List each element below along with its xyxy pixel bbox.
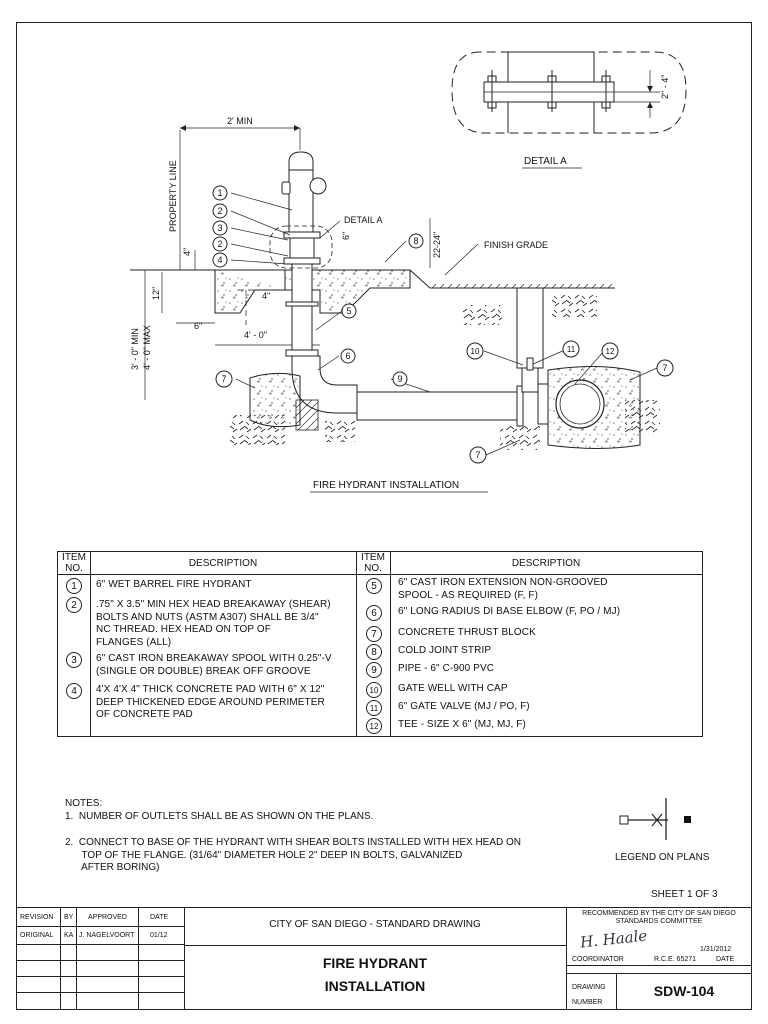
- dim-depth-max: 4' - 0" MAX: [142, 325, 152, 370]
- dim-four-in-pad: 4": [262, 291, 270, 301]
- header-desc-right: DESCRIPTION: [511, 558, 581, 569]
- item-desc-11: 6" GATE VALVE (MJ / PO, F): [398, 701, 530, 712]
- tee-fitting: [555, 379, 605, 429]
- callout-2b: 2: [217, 239, 222, 249]
- item-desc-2: .75" X 3.5" MIN HEX HEAD BREAKAWAY (SHEA…: [96, 599, 331, 648]
- note-1: 1. NUMBER OF OUTLETS SHALL BE AS SHOWN O…: [65, 811, 374, 822]
- callout-7c: 7: [475, 450, 480, 460]
- dim-depth: 3' - 0" MIN: [130, 328, 140, 370]
- drawing-number-label: DRAWING NUMBER: [572, 984, 606, 1006]
- callout-5: 5: [346, 306, 351, 316]
- notes-heading: NOTES:: [65, 798, 103, 809]
- dim-four-in: 4": [182, 248, 192, 256]
- property-line-label: PROPERTY LINE: [168, 160, 178, 232]
- rce-number: R.C.E. 65271: [654, 956, 697, 963]
- dim-twelve-in: 12": [151, 287, 161, 300]
- installation-diagram: 2" - 4" DETAIL A 2' MIN PROPERTY LINE 4"…: [130, 51, 687, 493]
- header-item-right: ITEM NO.: [361, 552, 385, 574]
- drawing-number: SDW-104: [653, 983, 715, 999]
- rev-original: ORIGINAL: [20, 932, 54, 939]
- fire-hydrant: [281, 151, 524, 427]
- callout-12: 12: [606, 347, 615, 356]
- item-desc-3: 6" CAST IRON BREAKAWAY SPOOL WITH 0.25"-…: [96, 653, 332, 677]
- diagram-title: FIRE HYDRANT INSTALLATION: [313, 480, 459, 491]
- detail-a: 2" - 4" DETAIL A: [451, 51, 687, 169]
- callout-6: 6: [345, 351, 350, 361]
- item-desc-4: 4'X 4'X 4" THICK CONCRETE PAD WITH 6" X …: [96, 684, 325, 720]
- item-no-12: 12: [366, 718, 382, 734]
- thrust-block-left: [249, 372, 301, 428]
- item-no-9: 9: [366, 662, 382, 678]
- items-table: ITEM NO. DESCRIPTION ITEM NO. DESCRIPTIO…: [57, 551, 703, 737]
- rev-header-revision: REVISION: [20, 914, 54, 921]
- callout-8: 8: [413, 236, 418, 246]
- callout-1: 1: [217, 188, 222, 198]
- dim-six-in-detail: 6": [341, 232, 351, 240]
- date-label: DATE: [716, 956, 735, 963]
- callout-3: 3: [217, 223, 222, 233]
- item-no-5: 5: [366, 578, 382, 594]
- item-desc-10: GATE WELL WITH CAP: [398, 683, 508, 694]
- dim-height: 22-24": [432, 232, 442, 258]
- item-desc-6: 6" LONG RADIUS DI BASE ELBOW (F, PO / MJ…: [398, 606, 621, 617]
- legend-label: LEGEND ON PLANS: [615, 852, 710, 863]
- dim-two-min: 2' MIN: [227, 116, 253, 126]
- item-desc-7: CONCRETE THRUST BLOCK: [398, 627, 536, 638]
- callout-2: 2: [217, 206, 222, 216]
- sheet-number: SHEET 1 OF 3: [651, 889, 718, 900]
- callout-4: 4: [217, 255, 222, 265]
- concrete-pad: [214, 269, 411, 325]
- signature-date: 1/31/2012: [700, 946, 732, 953]
- detail-a-title: DETAIL A: [524, 156, 567, 167]
- item-no-3: 3: [66, 652, 82, 668]
- callout-7a: 7: [221, 374, 226, 384]
- item-desc-1: 6" WET BARREL FIRE HYDRANT: [96, 579, 252, 590]
- dim-six-in-pad: 6": [194, 321, 202, 331]
- item-no-1: 1: [66, 578, 82, 594]
- callout-10: 10: [471, 347, 480, 356]
- finish-grade-label: FINISH GRADE: [484, 240, 548, 250]
- item-no-2: 2: [66, 597, 82, 613]
- item-no-8: 8: [366, 644, 382, 660]
- item-no-10: 10: [366, 682, 382, 698]
- detail-a-reference: DETAIL A: [344, 215, 383, 225]
- legend-symbol: [619, 798, 691, 840]
- drawing-title-2: INSTALLATION: [324, 978, 426, 994]
- callout-9: 9: [397, 374, 402, 384]
- drawing-sheet: [16, 22, 752, 1010]
- item-desc-9: PIPE - 6" C-900 PVC: [398, 663, 495, 674]
- item-desc-12: TEE - SIZE X 6" (MJ, MJ, F): [398, 719, 526, 730]
- rev-approved: J. NAGELVOORT: [79, 932, 135, 939]
- callout-7b: 7: [662, 363, 667, 373]
- callout-11: 11: [567, 345, 576, 354]
- rev-date: 01/12: [150, 932, 168, 939]
- recommended-by: RECOMMENDED BY THE CITY OF SAN DIEGO STA…: [582, 910, 736, 925]
- rev-header-date: DATE: [150, 914, 169, 921]
- rev-by: KA: [64, 932, 74, 939]
- drawing-title-1: FIRE HYDRANT: [322, 955, 428, 971]
- item-no-4: 4: [66, 683, 82, 699]
- item-desc-5: 6" CAST IRON EXTENSION NON-GROOVED SPOOL…: [398, 577, 608, 601]
- callouts: [212, 185, 674, 464]
- rev-header-by: BY: [64, 914, 74, 921]
- gate-valve: [516, 287, 549, 425]
- detail-dim-label: 2" - 4": [660, 75, 670, 99]
- rev-header-approved: APPROVED: [88, 914, 127, 921]
- org-name: CITY OF SAN DIEGO - STANDARD DRAWING: [269, 919, 481, 930]
- header-item-left: ITEM NO.: [62, 552, 86, 574]
- coordinator-label: COORDINATOR: [572, 956, 624, 963]
- item-no-7: 7: [366, 626, 382, 642]
- note-2: 2. CONNECT TO BASE OF THE HYDRANT WITH S…: [65, 837, 522, 873]
- item-no-11: 11: [366, 700, 382, 716]
- item-no-6: 6: [366, 605, 382, 621]
- dim-four-ft: 4' - 0": [244, 330, 267, 340]
- item-desc-8: COLD JOINT STRIP: [398, 645, 492, 656]
- header-desc-left: DESCRIPTION: [188, 558, 258, 569]
